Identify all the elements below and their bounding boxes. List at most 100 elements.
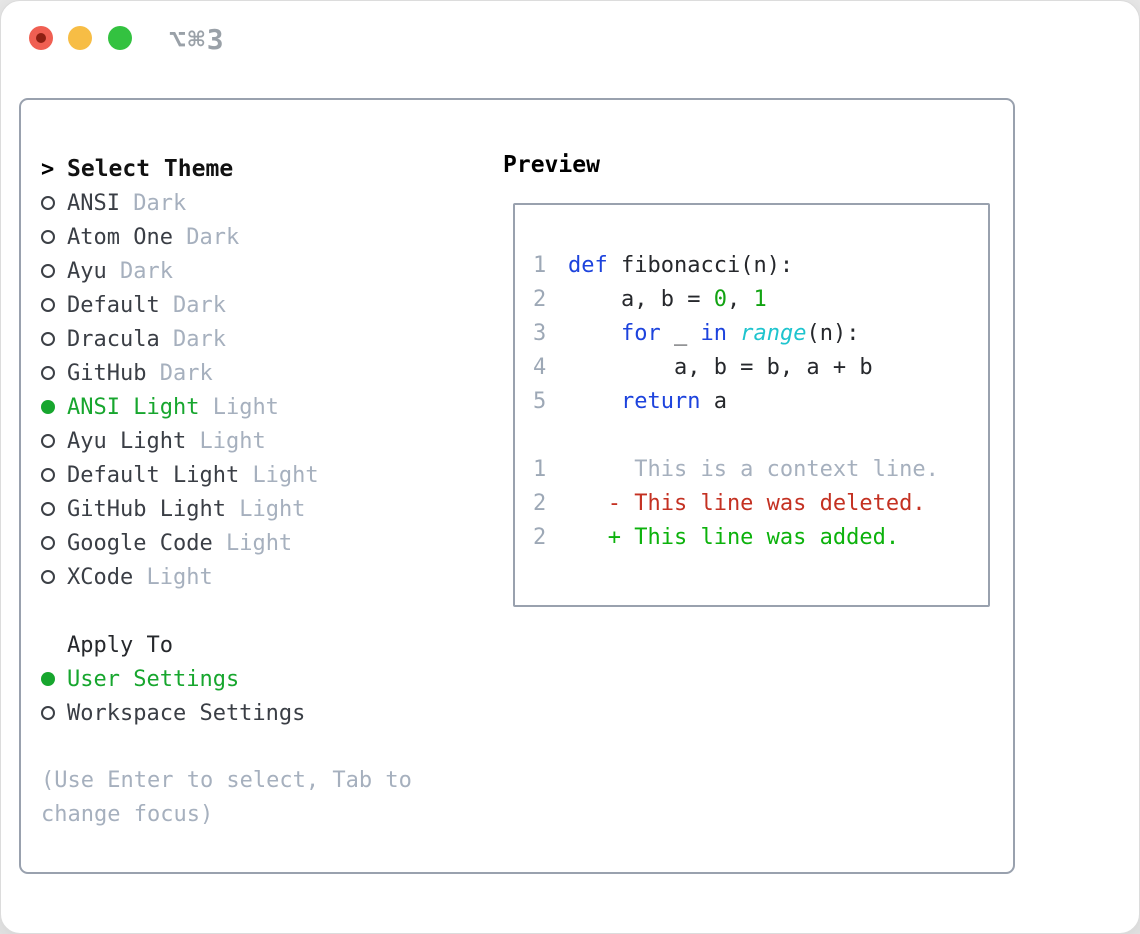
code-token: (n): — [806, 321, 860, 346]
theme-name-label: ANSI — [67, 190, 120, 216]
code-token: _ — [660, 321, 701, 346]
theme-name-label: Dracula — [67, 326, 160, 352]
radio-selected-icon — [41, 400, 55, 414]
code-token — [568, 389, 621, 423]
code-token — [727, 321, 740, 355]
code-token: This is a context line. — [568, 457, 939, 482]
line-number: 3 — [533, 321, 547, 346]
radio-icon — [41, 298, 55, 312]
code-token: for — [620, 321, 661, 346]
radio-icon — [41, 332, 55, 346]
radio-icon — [41, 196, 55, 210]
select-theme-header-row: > Select Theme — [41, 152, 319, 186]
code-token: a — [700, 389, 727, 414]
apply-option-label: User Settings — [67, 666, 240, 692]
titlebar: ⌥⌘3 — [1, 1, 1139, 71]
theme-variant-label: Light — [225, 530, 293, 556]
radio-icon — [41, 264, 55, 278]
theme-variant-label: Dark — [159, 360, 213, 386]
theme-option-dracula[interactable]: Dracula Dark — [41, 322, 319, 356]
radio-icon — [41, 434, 55, 448]
line-number: 1 — [533, 253, 547, 278]
theme-variant-label: Light — [252, 462, 319, 488]
zoom-window-button[interactable] — [108, 26, 132, 50]
theme-variant-label: Dark — [120, 258, 173, 284]
line-number: 2 — [533, 287, 547, 312]
theme-name-label: ANSI Light — [67, 394, 200, 420]
code-token: range — [740, 321, 807, 346]
theme-option-ansi[interactable]: ANSI Dark — [41, 186, 319, 220]
line-number: 1 — [533, 457, 547, 482]
code-line: 1 This is a context line. — [533, 457, 988, 491]
theme-option-default-light[interactable]: Default Light Light — [41, 458, 319, 492]
code-token: in — [700, 321, 727, 346]
radio-icon — [41, 536, 55, 550]
theme-variant-label: Light — [212, 394, 279, 420]
preview-header: Preview — [503, 152, 600, 178]
line-number — [533, 423, 568, 457]
theme-option-xcode[interactable]: XCode Light — [41, 560, 319, 594]
line-number: 2 — [533, 525, 547, 550]
theme-variant-label: Light — [239, 496, 306, 522]
theme-option-default[interactable]: Default Dark — [41, 288, 319, 322]
code-token: return — [620, 389, 701, 414]
apply-option-label: Workspace Settings — [67, 700, 306, 726]
line-number: 5 — [533, 389, 547, 414]
code-token: def — [568, 253, 608, 278]
apply-option-user-settings[interactable]: User Settings — [41, 662, 305, 696]
code-line: 5 return a — [533, 389, 988, 423]
theme-variant-label: Dark — [172, 326, 226, 352]
theme-variant-label: Dark — [133, 190, 187, 216]
theme-option-github[interactable]: GitHub Dark — [41, 356, 319, 390]
code-token: a, b = — [568, 287, 714, 312]
theme-name-label: GitHub Light — [67, 496, 226, 522]
theme-option-google-code[interactable]: Google Code Light — [41, 526, 319, 560]
theme-option-ayu[interactable]: Ayu Dark — [41, 254, 319, 288]
apply-to-header: Apply To — [67, 632, 173, 658]
close-window-button[interactable] — [29, 26, 53, 50]
code-line: 2 + This line was added. — [533, 525, 988, 559]
code-line: 2 - This line was deleted. — [533, 491, 988, 525]
radio-icon — [41, 570, 55, 584]
code-token: - This line was deleted. — [568, 491, 926, 516]
select-theme-header: Select Theme — [67, 156, 234, 182]
code-token — [568, 321, 621, 355]
radio-icon — [41, 230, 55, 244]
theme-option-ansi-light[interactable]: ANSI Light Light — [41, 390, 319, 424]
theme-option-ayu-light[interactable]: Ayu Light Light — [41, 424, 319, 458]
apply-option-workspace-settings[interactable]: Workspace Settings — [41, 696, 305, 730]
theme-option-github-light[interactable]: GitHub Light Light — [41, 492, 319, 526]
theme-variant-label: Light — [146, 564, 213, 590]
code-token: + This line was added. — [568, 525, 900, 550]
apply-to-header-row: Apply To — [41, 628, 305, 662]
line-number: 4 — [533, 355, 547, 380]
code-token: 0 — [713, 287, 727, 312]
window-shortcut-title: ⌥⌘3 — [169, 23, 226, 56]
theme-name-label: XCode — [67, 564, 134, 590]
code-line: 1 def fibonacci(n): — [533, 253, 988, 287]
theme-name-label: Default Light — [67, 462, 240, 488]
code-line: 3 for _ in range(n): — [533, 321, 988, 355]
theme-name-label: GitHub — [67, 360, 147, 386]
radio-icon — [41, 468, 55, 482]
code-token: a, b = b, a + b — [568, 355, 873, 380]
theme-name-label: Default — [67, 292, 160, 318]
theme-option-atom-one[interactable]: Atom One Dark — [41, 220, 319, 254]
theme-name-label: Atom One — [67, 224, 173, 250]
theme-variant-label: Dark — [172, 292, 226, 318]
theme-name-label: Ayu — [67, 258, 107, 284]
minimize-window-button[interactable] — [68, 26, 92, 50]
radio-selected-icon — [41, 672, 55, 686]
line-number: 2 — [533, 491, 547, 516]
theme-variant-label: Light — [199, 428, 266, 454]
theme-name-label: Google Code — [67, 530, 213, 556]
theme-name-label: Ayu Light — [67, 428, 187, 454]
code-line: 2 a, b = 0, 1 — [533, 287, 988, 321]
radio-icon — [41, 502, 55, 516]
code-token: fibonacci(n): — [607, 253, 794, 278]
